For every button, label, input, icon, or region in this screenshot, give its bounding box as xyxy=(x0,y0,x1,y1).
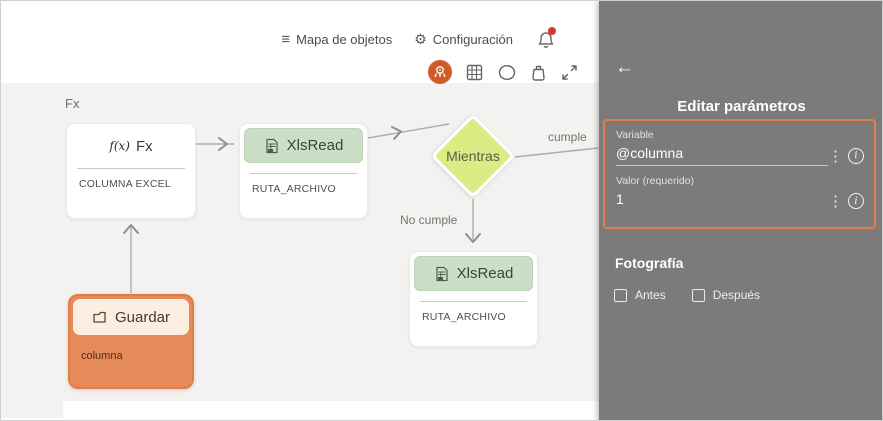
xlsread-top-title: XlsRead xyxy=(286,137,344,154)
variable-value-row: @columna ⋮ i xyxy=(616,145,864,166)
map-of-objects-button[interactable]: ≡ Mapa de objetos xyxy=(281,31,392,48)
node-divider xyxy=(420,301,527,302)
checkbox-antes[interactable]: Antes xyxy=(614,288,666,302)
trash-icon xyxy=(532,65,545,81)
fx-node-title: f(x) Fx xyxy=(67,124,195,168)
excel-file-icon xyxy=(266,138,278,153)
edit-parameters-panel: ← Editar parámetros Variable @columna ⋮ … xyxy=(599,1,882,420)
node-divider xyxy=(77,168,185,169)
top-toolbar: ≡ Mapa de objetos ⚙ Configuración xyxy=(1,27,599,51)
value-field-group: Valor (requerido) 1 ⋮ i xyxy=(616,175,864,211)
info-letter: i xyxy=(854,150,858,161)
fx-node-param: COLUMNA EXCEL xyxy=(79,178,171,190)
settings-button[interactable]: ⚙ Configuración xyxy=(414,31,513,48)
value-value-row: 1 ⋮ i xyxy=(616,191,864,211)
guardar-title: Guardar xyxy=(114,308,171,326)
node-guardar-selected[interactable]: Guardar columna xyxy=(68,294,194,389)
kebab-menu-icon[interactable]: ⋮ xyxy=(828,147,843,165)
checkbox-box[interactable] xyxy=(691,288,705,302)
photo-options-row: Antes Después xyxy=(614,288,760,302)
variable-field-label: Variable xyxy=(616,129,654,141)
info-icon[interactable]: i xyxy=(848,147,864,164)
notifications-button[interactable] xyxy=(535,27,557,51)
excel-file-icon xyxy=(436,266,448,281)
canvas-horizontal-scrollbar[interactable] xyxy=(63,401,599,418)
checkbox-despues[interactable]: Después xyxy=(691,288,761,302)
xlsread-bottom-header: XlsRead xyxy=(414,256,533,291)
node-fx[interactable]: f(x) Fx COLUMNA EXCEL xyxy=(66,123,196,219)
fullscreen-button[interactable] xyxy=(560,63,579,82)
node-divider xyxy=(250,173,357,174)
settings-label: Configuración xyxy=(432,31,513,47)
node-xlsread-bottom[interactable]: XlsRead RUTA_ARCHIVO xyxy=(409,251,538,347)
canvas-toolbar xyxy=(1,59,599,85)
edge-label-cumple: cumple xyxy=(548,130,587,144)
bell-icon xyxy=(538,32,554,48)
fx-icon: f(x) xyxy=(109,139,130,153)
rocketbot-robot-icon xyxy=(434,66,446,78)
xlsread-bottom-param: RUTA_ARCHIVO xyxy=(422,311,506,323)
robot-run-button[interactable] xyxy=(428,60,452,84)
panel-title: Editar parámetros xyxy=(677,98,806,115)
info-icon[interactable]: i xyxy=(848,193,864,209)
console-button[interactable] xyxy=(497,63,517,82)
value-field-label: Valor (requerido) xyxy=(616,175,695,187)
gear-icon: ⚙ xyxy=(414,30,427,47)
notification-dot xyxy=(548,27,556,35)
edge-label-no-cumple: No cumple xyxy=(400,213,458,227)
kebab-menu-icon[interactable]: ⋮ xyxy=(828,193,843,210)
checkbox-despues-label: Después xyxy=(712,288,761,302)
chat-bubble-icon xyxy=(498,64,516,80)
save-icon xyxy=(93,311,106,323)
back-arrow-icon: ← xyxy=(615,57,634,78)
guardar-header: Guardar xyxy=(73,299,189,335)
info-letter: i xyxy=(854,195,858,207)
photo-section-title: Fotografía xyxy=(615,255,684,271)
xlsread-top-header: XlsRead xyxy=(244,128,363,163)
checkbox-antes-label: Antes xyxy=(635,288,666,302)
xlsread-top-param: RUTA_ARCHIVO xyxy=(252,183,336,195)
node-xlsread-top[interactable]: XlsRead RUTA_ARCHIVO xyxy=(239,123,368,219)
variable-input[interactable]: @columna xyxy=(616,145,828,166)
variable-field-group: Variable @columna ⋮ i xyxy=(616,129,864,166)
clear-button[interactable] xyxy=(530,63,547,82)
fx-node-title-text: Fx xyxy=(135,137,153,155)
xlsread-bottom-title: XlsRead xyxy=(456,265,514,282)
value-input[interactable]: 1 xyxy=(616,191,624,207)
grid-icon xyxy=(466,64,483,80)
map-of-objects-label: Mapa de objetos xyxy=(296,31,393,47)
checkbox-box[interactable] xyxy=(614,288,627,302)
back-button[interactable]: ← xyxy=(615,58,634,77)
menu-icon: ≡ xyxy=(281,30,291,48)
expand-icon xyxy=(562,64,577,80)
data-table-button[interactable] xyxy=(465,63,484,82)
guardar-param: columna xyxy=(81,350,123,362)
flow-workspace: ≡ Mapa de objetos ⚙ Configuración xyxy=(1,1,599,420)
flow-group-label: Fx xyxy=(65,96,80,111)
parameters-box: Variable @columna ⋮ i Valor (requerido) … xyxy=(603,119,876,229)
